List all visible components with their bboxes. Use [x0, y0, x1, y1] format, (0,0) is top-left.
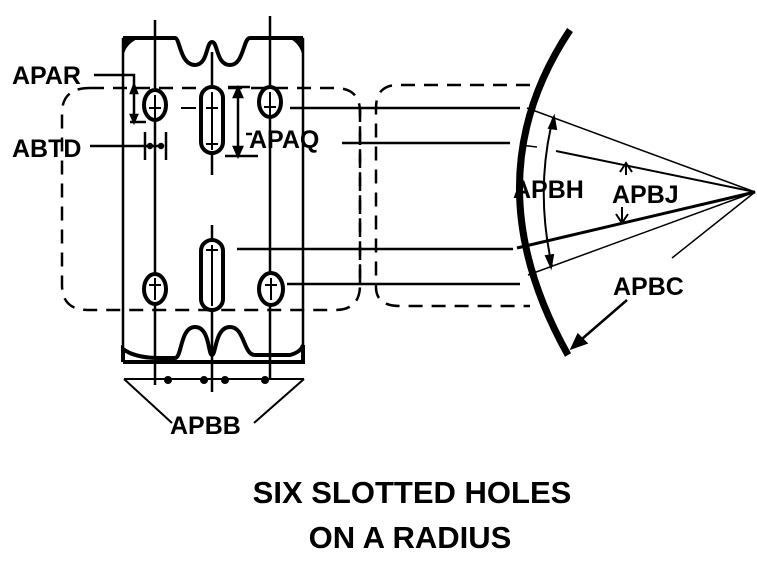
label-apaq: APAQ [249, 126, 319, 154]
apbh-dimension [542, 113, 558, 271]
abtd-dimension [90, 132, 168, 160]
title-line-2: ON A RADIUS [309, 520, 512, 555]
apbb-dimension [123, 376, 305, 424]
apbc-leader [569, 299, 628, 351]
apbj-dimension [615, 161, 633, 225]
hole-center-lines [153, 16, 272, 392]
label-abtd: ABTD [12, 135, 81, 163]
apaq-dimension [225, 84, 258, 160]
title-line-1: SIX SLOTTED HOLES [253, 475, 572, 510]
label-apar: APAR [12, 62, 81, 90]
label-apbh: APBH [513, 176, 584, 204]
apar-dimension [94, 73, 146, 126]
radial-lines [516, 107, 756, 276]
hole-crosshairs [149, 92, 277, 306]
label-apbc: APBC [613, 273, 684, 301]
label-apbj: APBJ [612, 181, 679, 209]
dashed-outline-right [374, 83, 530, 308]
radius-arc [516, 28, 573, 357]
plate [121, 36, 305, 364]
dashed-outline-left [60, 86, 362, 312]
label-apbb: APBB [170, 412, 241, 440]
